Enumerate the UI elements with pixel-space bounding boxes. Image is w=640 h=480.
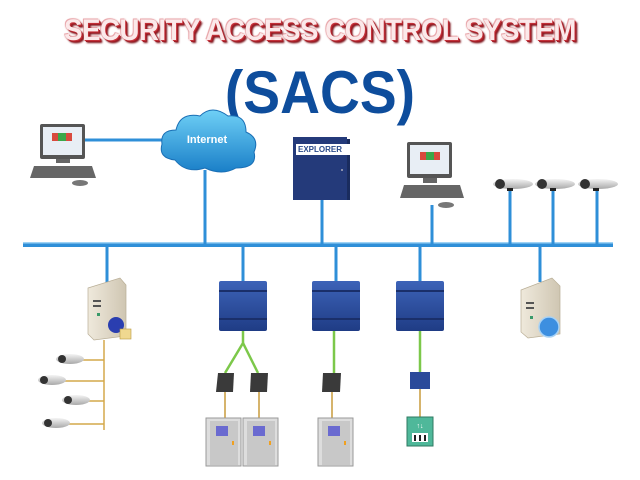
field-bus bbox=[223, 331, 422, 374]
diagram-title: SECURITY ACCESS CONTROL SYSTEM bbox=[64, 14, 576, 47]
door-wiring bbox=[224, 389, 421, 418]
internet-cloud-label: Internet bbox=[186, 134, 228, 146]
ip-camera-icon bbox=[535, 179, 575, 191]
elevator-module-icon bbox=[410, 372, 430, 389]
elevator-icon: ↑↓ bbox=[406, 416, 434, 447]
remote-workstation bbox=[30, 124, 96, 186]
camera-wiring bbox=[60, 340, 105, 430]
ip-camera-icon bbox=[578, 179, 618, 191]
svg-text:↑↓: ↑↓ bbox=[417, 423, 424, 430]
database-server bbox=[520, 277, 561, 339]
network-bus bbox=[23, 242, 613, 247]
analog-camera-icon bbox=[62, 395, 90, 405]
bus-connectors-top bbox=[84, 138, 599, 244]
internet-cloud-icon bbox=[160, 109, 257, 173]
explorer-panel-label: EXPLORER bbox=[296, 144, 354, 155]
dvr-server bbox=[87, 277, 132, 341]
analog-camera-icon bbox=[56, 354, 84, 364]
door-icon bbox=[317, 417, 354, 467]
analog-camera-icon bbox=[38, 375, 66, 385]
analog-camera-icon bbox=[42, 418, 70, 428]
local-workstation bbox=[400, 142, 464, 208]
bus-connectors-bottom bbox=[105, 245, 542, 283]
card-reader-icon bbox=[216, 373, 234, 392]
door-controller-1 bbox=[219, 281, 267, 331]
diagram-subtitle: (SACS) bbox=[224, 59, 416, 126]
door-icon bbox=[242, 417, 279, 467]
ip-camera-icon bbox=[493, 179, 533, 191]
elevator-controller bbox=[396, 281, 444, 331]
card-reader-icon bbox=[250, 373, 268, 392]
door-controller-2 bbox=[312, 281, 360, 331]
door-icon bbox=[205, 417, 242, 467]
card-reader-icon bbox=[322, 373, 341, 392]
